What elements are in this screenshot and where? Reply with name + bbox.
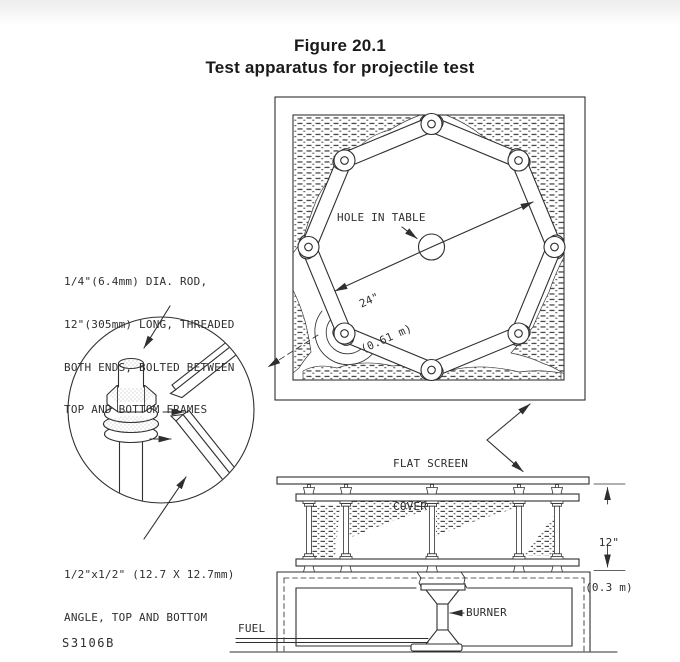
burner — [410, 583, 466, 652]
flat-screen-cover-label: FLAT SCREEN COVER — [393, 429, 468, 543]
angle-note-leader — [143, 476, 187, 540]
fuel-label: FUEL — [238, 622, 266, 635]
cover-leader-lines — [486, 403, 531, 473]
detail-leader-line — [267, 334, 319, 368]
figure-number: Figure 20.1 — [294, 36, 386, 55]
side-view-drawing — [229, 403, 626, 653]
cover-plate — [276, 476, 590, 485]
dimension-12in-metric: (0.3 m) — [585, 581, 633, 594]
dimension-24in-value: 24" — [357, 290, 382, 311]
angle-note-line2: ANGLE, TOP AND BOTTOM — [64, 611, 208, 625]
dimension-12in-value: 12" — [598, 536, 620, 549]
dimension-24in — [334, 201, 534, 292]
frame-bolts — [297, 112, 566, 382]
angle-note: 1/2"x1/2" (12.7 X 12.7mm) ANGLE, TOP AND… — [64, 540, 235, 654]
dimension-12in-label: 12" (0.3 m) — [576, 505, 642, 625]
angle-note-line1: 1/2"x1/2" (12.7 X 12.7mm) — [64, 568, 235, 582]
rod-note: 1/4"(6.4mm) DIA. ROD, 12"(305mm) LONG, T… — [64, 247, 235, 446]
rod-note-line2: 12"(305mm) LONG, THREADED — [64, 318, 235, 332]
rod-note-line3: BOTH ENDS, BOLTED BETWEEN — [64, 360, 235, 374]
hole-leader-line — [401, 226, 418, 240]
fuel-line — [235, 637, 429, 644]
figure-title: Test apparatus for projectile test — [205, 58, 475, 77]
document-code: S3106B — [62, 636, 115, 650]
rod-note-leader — [143, 305, 171, 349]
octagon-frame — [298, 114, 565, 380]
burner-label: BURNER — [466, 606, 507, 619]
detail-circle-outline — [67, 316, 255, 504]
table-base — [276, 571, 591, 652]
rod-note-line1: 1/4"(6.4mm) DIA. ROD, — [64, 275, 208, 289]
dimension-12in — [593, 483, 626, 571]
dimension-24in-metric: (0.61 m) — [358, 321, 414, 356]
top-view-drawing — [267, 96, 586, 401]
cover-label-line1: FLAT SCREEN — [393, 457, 469, 471]
cover-label-line2: COVER — [393, 500, 428, 514]
hole-in-table-label: HOLE IN TABLE — [337, 211, 426, 224]
rod-note-line4: TOP AND BOTTOM FRAMES — [64, 403, 208, 417]
